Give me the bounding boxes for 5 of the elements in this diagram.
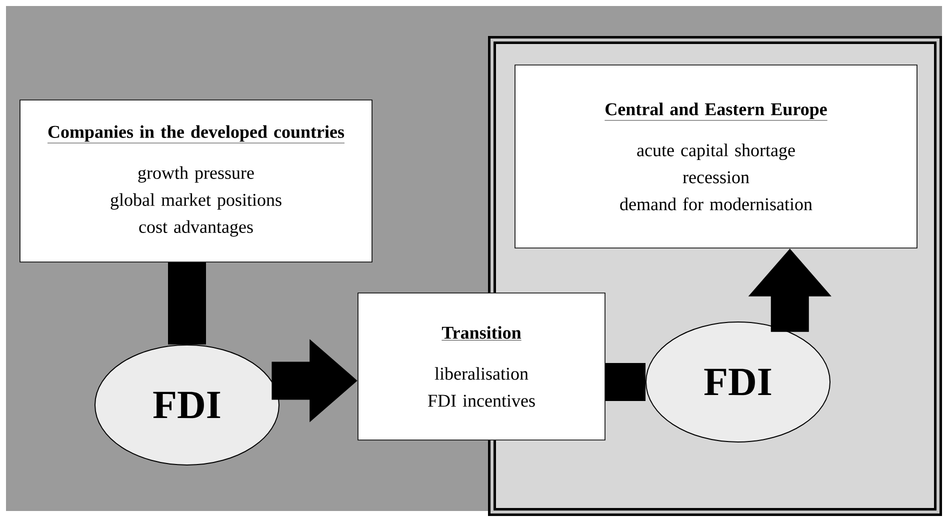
text-box: Central and Eastern Europe acute capital shortage recession demand for modernisation xyxy=(514,64,918,248)
text-box: Companies in the developed countries growth pressure global market positions cost advantages xyxy=(20,100,372,262)
connector-bar xyxy=(168,262,206,344)
text-box: Transition liberalisation FDI incentives xyxy=(358,292,606,440)
connector-bar xyxy=(605,363,646,401)
